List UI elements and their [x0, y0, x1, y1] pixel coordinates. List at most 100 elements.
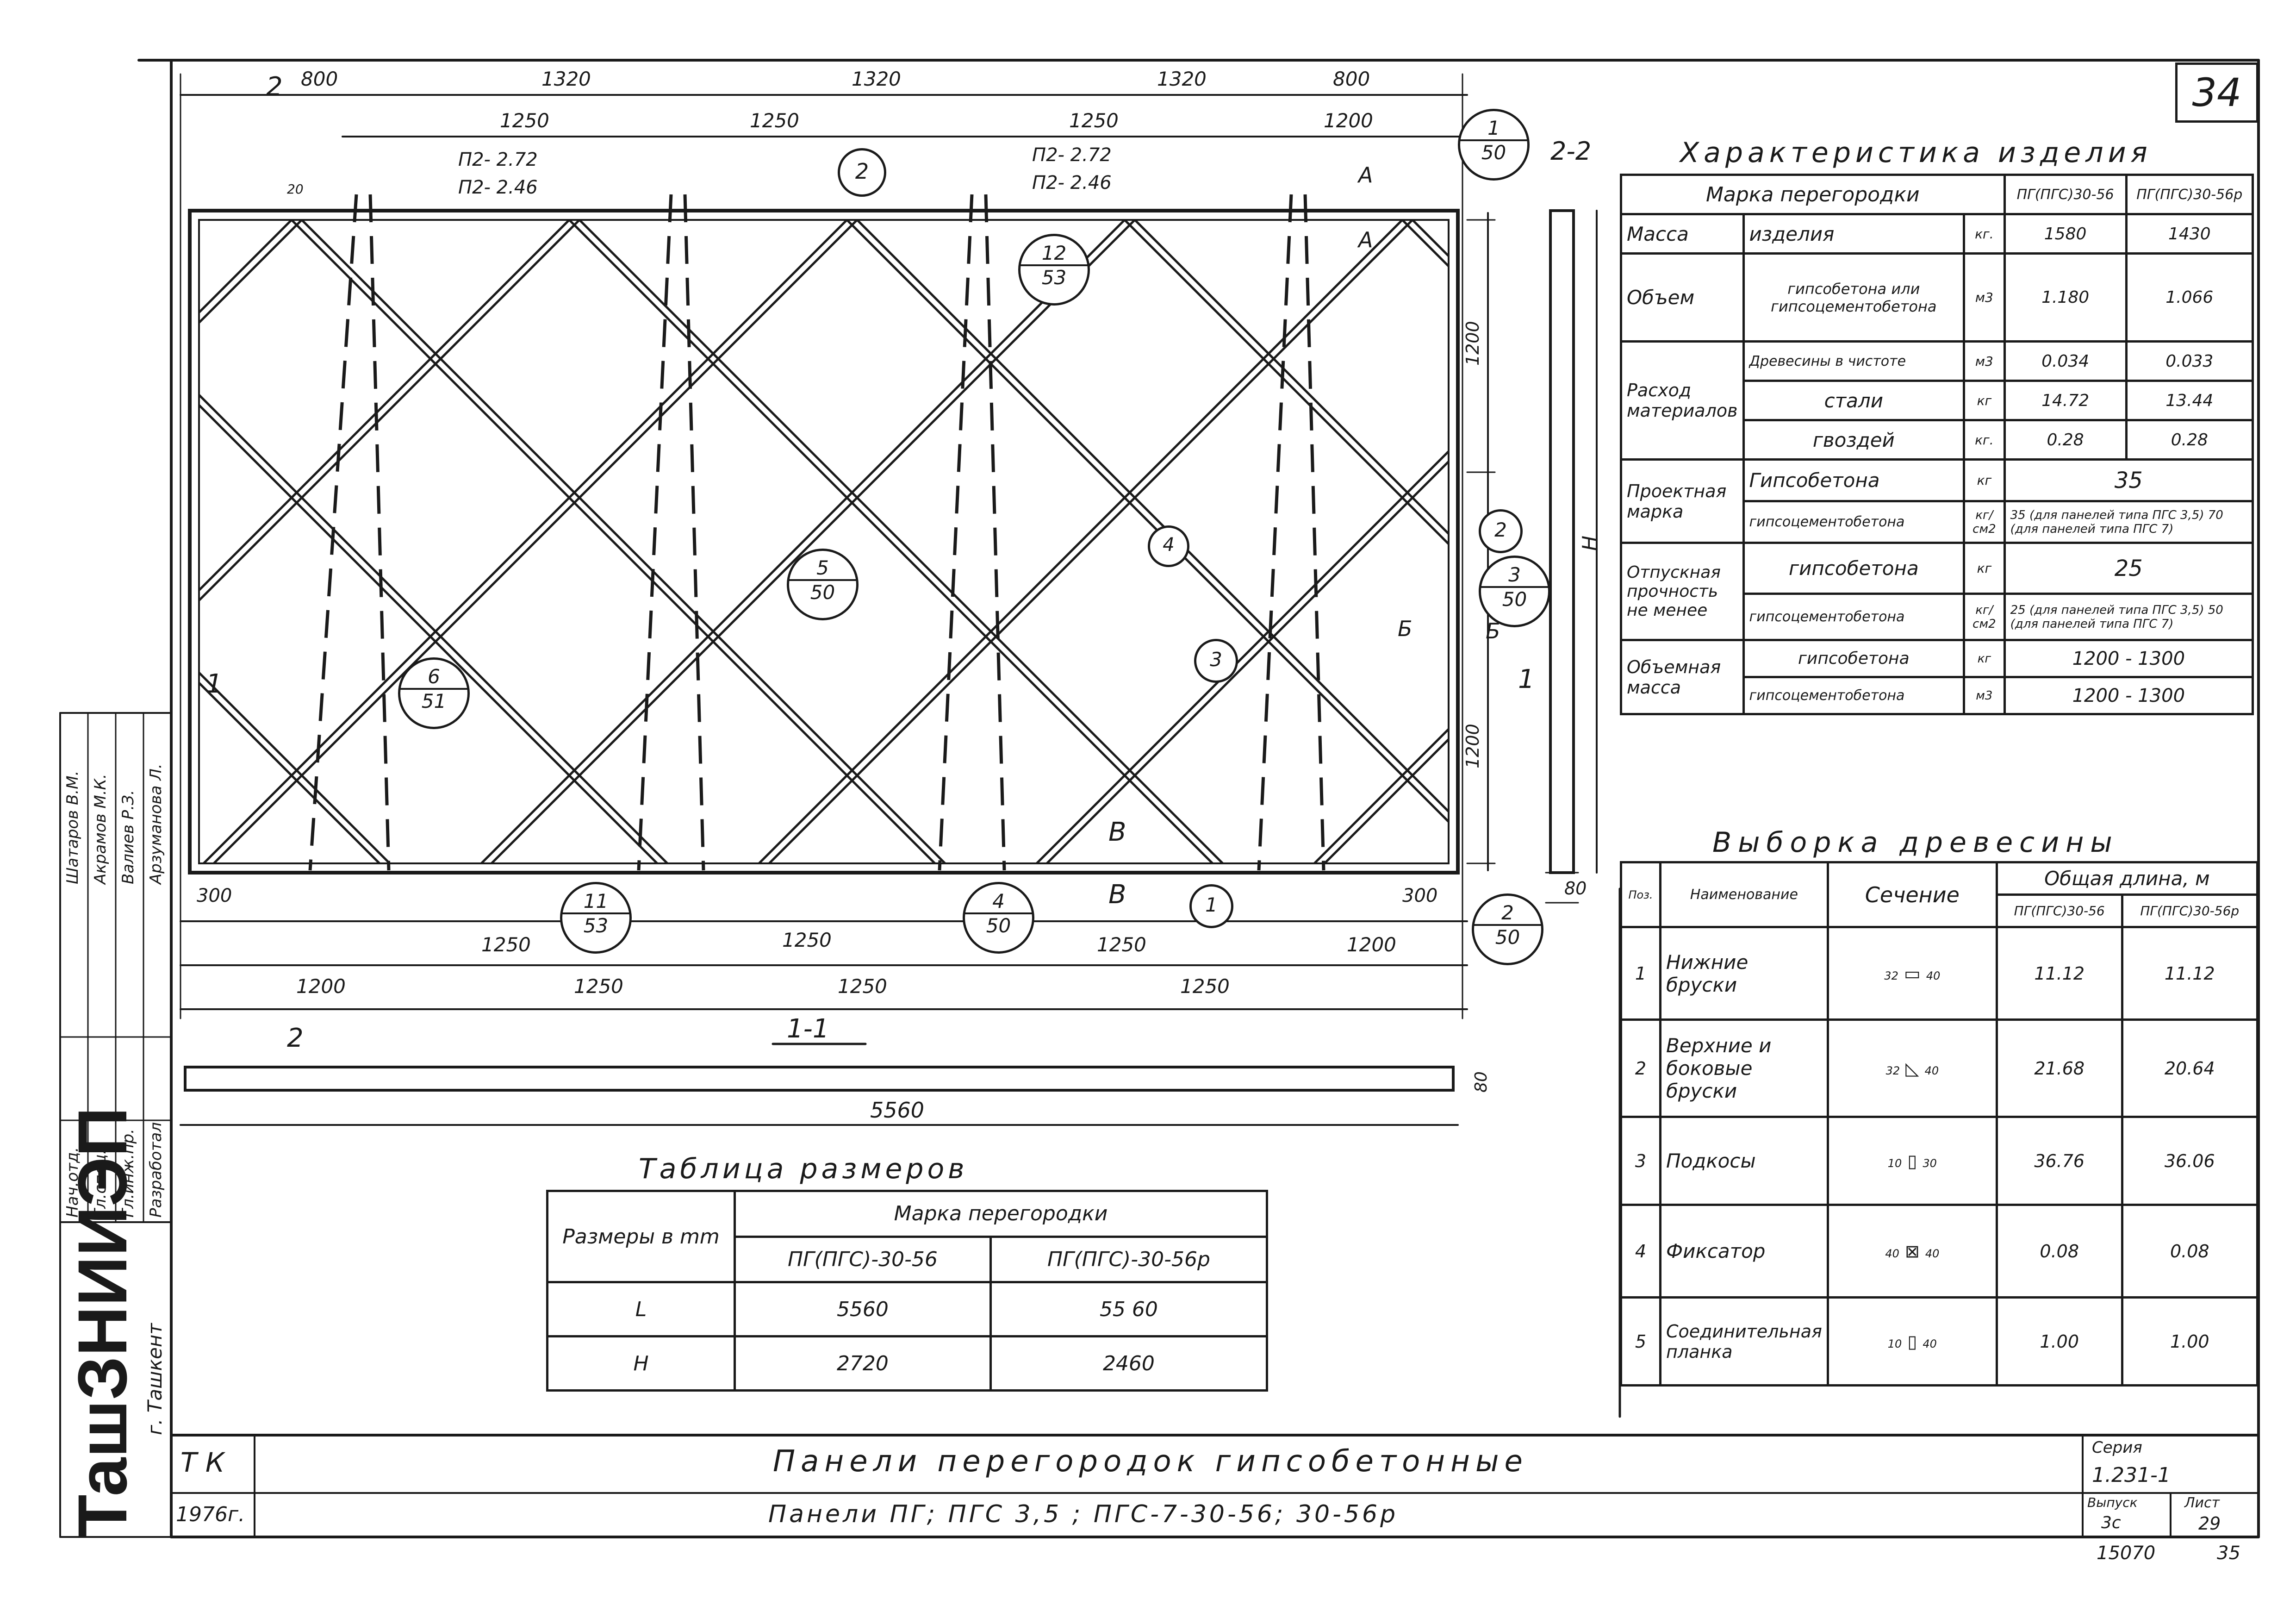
lattice-brace-line-22	[758, 219, 1403, 864]
callout-4-50: 4 50	[963, 882, 1034, 954]
callout-12-53: 12 53	[1018, 234, 1090, 306]
panel-mark-right-2: П2- 2.46	[1032, 172, 1112, 194]
callout-5-50: 5 50	[787, 549, 859, 620]
char-r5-ab: 35	[2003, 458, 2254, 502]
wood-r0-name: Нижние бруски	[1659, 926, 1829, 1021]
sizes-row1-dim: L	[546, 1281, 736, 1337]
panel-mark-left-2: П2- 2.46	[458, 177, 538, 198]
name-2: Акрамов М.К.	[91, 774, 110, 884]
lattice-brace-line-23	[768, 219, 1413, 864]
char-r9-group: Объемная масса	[1620, 639, 1745, 715]
dim-bot-300-right: 300	[1402, 885, 1438, 906]
char-r5-group: Проектная марка	[1620, 458, 1745, 544]
cut-A-2: А	[1358, 227, 1373, 252]
wood-r3-name: Фиксатор	[1659, 1204, 1829, 1299]
char-r2-unit: м3	[1963, 340, 2006, 382]
lattice-brace-line-13	[856, 219, 1450, 812]
sizes-row1-v2: 55 60	[989, 1281, 1269, 1337]
name-4: Арзуманова Л.	[147, 763, 165, 884]
role-4: Разработал	[147, 1122, 165, 1218]
title-block-year: 1976г.	[176, 1503, 245, 1526]
dim-right-1200-top: 1200	[1462, 321, 1483, 366]
lattice-brace-line-25	[1046, 461, 1450, 864]
wood-r3-section: 40 ⊠ 40	[1826, 1204, 1998, 1299]
wood-r4-sec-w: 10	[1887, 1337, 1902, 1350]
char-r2-group: Расход материалов	[1620, 340, 1745, 461]
char-col-a: ПГ(ПГС)30-56	[2003, 174, 2128, 215]
lattice-brace-line-14	[203, 219, 848, 864]
char-r5-item: Гипсобетона	[1742, 458, 1966, 502]
cut-V-1: В	[1108, 817, 1126, 847]
strip-thickness: 80	[1472, 1071, 1491, 1093]
characteristics-table: Марка перегородки ПГ(ПГС)30-56 ПГ(ПГС)30…	[1620, 174, 2254, 715]
dim-bot-1250-b: 1250	[782, 929, 832, 951]
callout-1-50: 1 50	[1458, 109, 1530, 181]
char-r0-unit: кг.	[1963, 213, 2006, 255]
char-r7-ab: 25	[2003, 542, 2254, 595]
char-r9-item: гипсобетона	[1742, 639, 1966, 678]
sizes-row1-v1: 5560	[734, 1281, 992, 1337]
dim-bot2-1200-right: 1200	[1347, 933, 1396, 956]
wood-h-a: ПГ(ПГС)30-56	[1995, 893, 2123, 928]
callout-4: 4	[1148, 525, 1189, 567]
stud-line-7	[1303, 194, 1325, 871]
stud-line-4	[368, 194, 391, 871]
lattice-braces	[198, 219, 1450, 864]
wood-r2-sec-w: 10	[1887, 1156, 1902, 1170]
wood-h-b: ПГ(ПГС)30-56р	[2121, 893, 2259, 928]
lattice-brace-line-9	[579, 219, 1224, 864]
lattice-brace-line-10	[198, 219, 570, 591]
title-block-tk: Т К	[180, 1447, 225, 1478]
lattice-brace-line-5	[301, 219, 946, 864]
callout-3: 3	[1194, 639, 1238, 683]
dim-bot-300-left: 300	[197, 885, 232, 906]
lattice-brace-line-18	[480, 219, 1126, 864]
wood-r4-b: 1.00	[2121, 1296, 2259, 1387]
panel-mark-right-1: П2- 2.72	[1032, 144, 1112, 166]
wood-r0-sec-h: 40	[1926, 969, 1941, 982]
sizes-table: Размеры в mm Марка перегородки ПГ(ПГС)-3…	[546, 1190, 1269, 1392]
stud-line-1	[637, 194, 673, 871]
wood-r3-pos: 4	[1620, 1204, 1661, 1299]
sheet-value: 29	[2198, 1513, 2221, 1534]
wood-r4-sec-h: 40	[1923, 1337, 1937, 1350]
char-r1-item: гипсобетона или гипсоцементобетона	[1742, 252, 1966, 343]
lattice-brace-line-19	[491, 219, 1136, 864]
role-3: Гл.инж.пр.	[119, 1129, 137, 1218]
dim-bot2-1250-a: 1250	[574, 975, 623, 998]
stud-line-3	[1257, 194, 1293, 871]
wood-h-pos: Поз.	[1620, 861, 1661, 928]
issue-value: 3с	[2101, 1513, 2121, 1532]
char-r1-group: Объем	[1620, 252, 1745, 343]
wood-title: Выборка древесины	[1712, 826, 2119, 859]
cut-B-2: Б	[1486, 618, 1500, 643]
wood-r2-pos: 3	[1620, 1116, 1661, 1206]
dim-bot-1250-c: 1250	[1097, 933, 1146, 956]
side-thickness: 80	[1564, 878, 1587, 899]
wood-r4-section: 10 ▯ 40	[1826, 1296, 1998, 1387]
dim-bot-1250-a: 1250	[481, 933, 531, 956]
series-value: 1.231-1	[2092, 1463, 2171, 1487]
char-r8-ab: 25 (для панелей типа ПГС 3,5) 50 (для па…	[2003, 593, 2254, 641]
wood-h-section: Сечение	[1826, 861, 1998, 928]
char-r0-b: 1430	[2125, 213, 2254, 255]
corner-code: 35	[2217, 1543, 2240, 1564]
wood-r1-a: 21.68	[1995, 1018, 2123, 1118]
lattice-brace-line-7	[198, 219, 303, 324]
sizes-sub2: ПГ(ПГС)-30-56р	[989, 1235, 1269, 1283]
char-r0-a: 1580	[2003, 213, 2128, 255]
dim-top-1320-c: 1320	[1157, 68, 1207, 90]
lattice-brace-line-2	[198, 404, 658, 864]
char-r8-unit: кг/см2	[1963, 593, 2006, 641]
lattice-brace-line-3	[198, 394, 668, 864]
dim-right-1200-bottom: 1200	[1462, 724, 1483, 768]
callout-3-50: 3 50	[1479, 556, 1550, 627]
lattice-brace-line-11	[198, 219, 580, 601]
lattice-brace-line-12	[846, 219, 1450, 823]
sizes-col1-header: Размеры в mm	[546, 1190, 736, 1283]
wood-r2-a: 36.76	[1995, 1116, 2123, 1206]
char-r6-ab: 35 (для панелей типа ПГС 3,5) 70 (для па…	[2003, 500, 2254, 544]
title-block-title: Панели перегородок гипсобетонные	[773, 1444, 1528, 1479]
wood-r1-sec-w: 32	[1885, 1064, 1900, 1077]
char-r2-a: 0.034	[2003, 340, 2128, 382]
